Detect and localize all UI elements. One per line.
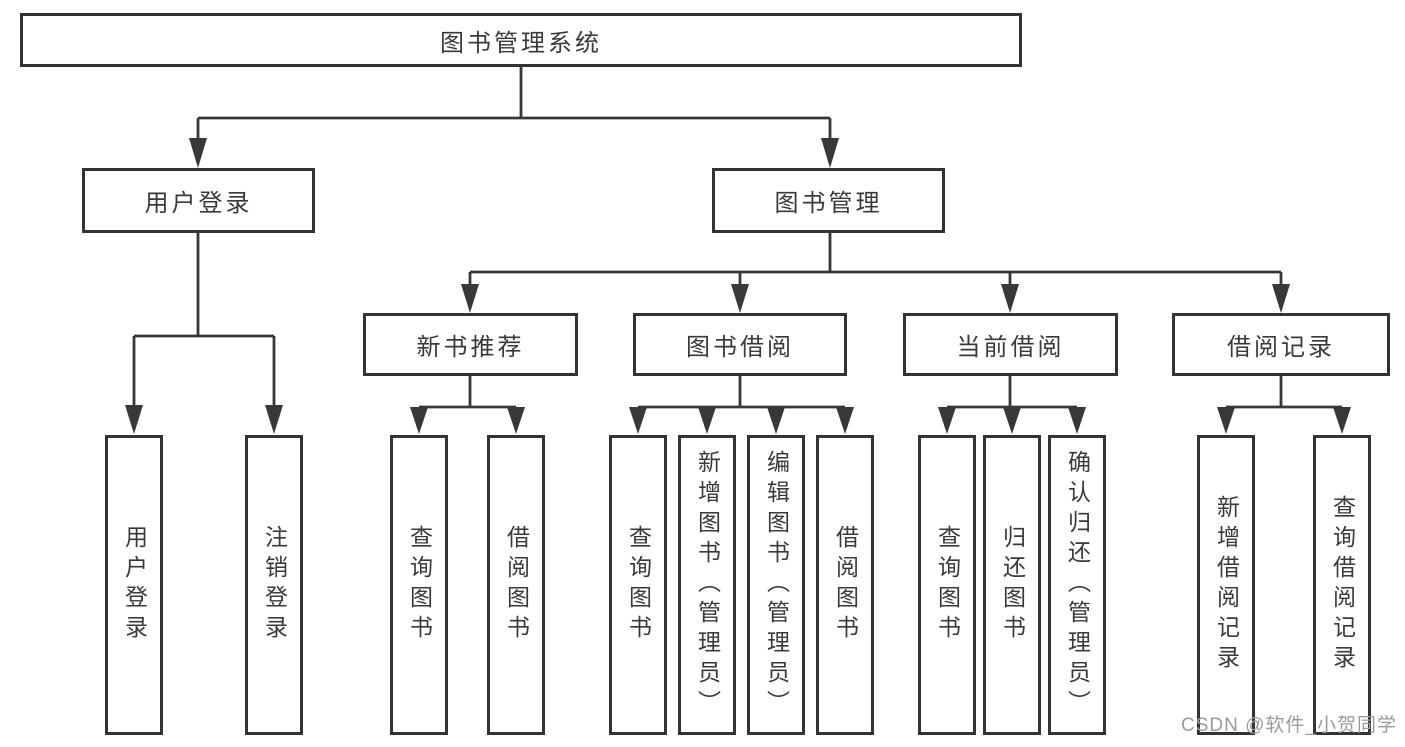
leaf-query-books-borrow: 查询图书 [609, 435, 667, 735]
leaf-label: 新增图书（管理员） [694, 450, 721, 720]
leaf-label: 编辑图书（管理员） [763, 450, 790, 720]
leaf-add-borrow-record: 新增借阅记录 [1197, 435, 1255, 735]
connector-mgmt-to-level3 [468, 233, 1283, 286]
arrowheads [125, 138, 1351, 434]
node-current-borrowing: 当前借阅 [903, 313, 1118, 376]
node-book-management: 图书管理 [712, 168, 945, 233]
leaf-label: 查询图书 [406, 525, 433, 645]
connector-newbook-split [417, 376, 518, 410]
node-label: 借阅记录 [1227, 334, 1335, 361]
leaf-label: 归还图书 [999, 525, 1026, 645]
leaf-query-borrow-record: 查询借阅记录 [1313, 435, 1371, 735]
node-label: 当前借阅 [956, 334, 1065, 361]
leaf-label: 查询图书 [934, 525, 961, 645]
node-label: 用户登录 [144, 190, 253, 217]
leaf-add-book-admin: 新增图书（管理员） [678, 435, 736, 735]
leaf-confirm-return-admin: 确认归还（管理员） [1048, 435, 1106, 735]
leaf-label: 确认归还（管理员） [1064, 450, 1091, 720]
node-library-management-system: 图书管理系统 [20, 13, 1022, 67]
leaf-query-books-recommend: 查询图书 [390, 435, 448, 735]
leaf-borrow-books: 借阅图书 [816, 435, 874, 735]
leaf-label: 查询借阅记录 [1329, 495, 1356, 675]
node-new-book-recommend: 新书推荐 [363, 313, 578, 376]
leaf-label: 查询图书 [625, 525, 652, 645]
leaf-query-books-current: 查询图书 [918, 435, 976, 735]
leaf-return-book: 归还图书 [983, 435, 1041, 735]
connector-current-split [945, 376, 1079, 410]
node-label: 新书推荐 [416, 334, 525, 361]
connector-borrow-split [636, 376, 847, 410]
connector-root-to-level2 [196, 67, 832, 140]
leaf-label: 借阅图书 [503, 525, 530, 645]
node-label: 图书借阅 [686, 334, 794, 361]
node-label: 图书管理 [774, 190, 883, 217]
leaf-logout: 注销登录 [245, 435, 303, 735]
leaf-user-login: 用户登录 [105, 435, 163, 735]
node-borrowing-records: 借阅记录 [1172, 313, 1390, 376]
csdn-watermark: CSDN @软件_小贺同学 [1181, 715, 1397, 736]
node-user-login: 用户登录 [82, 168, 315, 233]
leaf-borrow-books-recommend: 借阅图书 [487, 435, 545, 735]
leaf-edit-book-admin: 编辑图书（管理员） [747, 435, 805, 735]
leaf-label: 新增借阅记录 [1213, 495, 1240, 675]
node-label: 图书管理系统 [440, 29, 602, 57]
connector-login-to-leaves [132, 233, 276, 406]
leaf-label: 用户登录 [121, 525, 148, 645]
connector-records-split [1224, 376, 1344, 410]
node-book-borrowing: 图书借阅 [633, 313, 847, 376]
leaf-label: 注销登录 [261, 525, 288, 645]
leaf-label: 借阅图书 [832, 525, 859, 645]
